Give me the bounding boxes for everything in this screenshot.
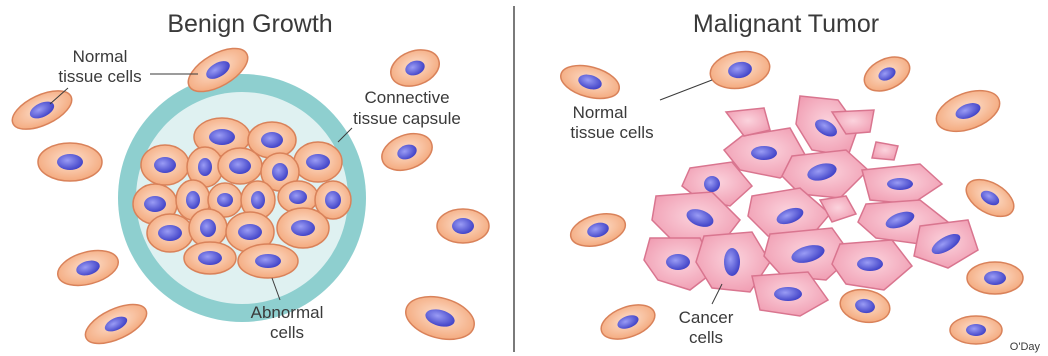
normal-cell <box>950 316 1002 344</box>
normal-cell <box>557 60 623 105</box>
normal-cell <box>401 290 479 347</box>
normal-cell <box>80 296 152 351</box>
normal-cells-pointer-right <box>660 80 712 100</box>
normal-cell <box>54 245 122 292</box>
normal-cell <box>386 43 445 92</box>
abnormal-cells-label-2: cells <box>270 323 304 342</box>
normal-cell <box>437 209 489 243</box>
normal-cell <box>38 143 102 181</box>
normal-cell <box>931 83 1005 139</box>
normal-cells-label-left-1: Normal <box>73 47 128 66</box>
malignant-panel: Malignant Tumor <box>557 10 1040 353</box>
capsule-label-1: Connective <box>364 88 449 107</box>
normal-cell <box>967 262 1023 294</box>
malignant-title: Malignant Tumor <box>693 10 879 38</box>
normal-cell <box>838 286 893 326</box>
normal-cell <box>567 208 629 251</box>
abnormal-cells-label-1: Abnormal <box>251 303 324 322</box>
cancer-nucleus <box>751 146 777 160</box>
cancer-cells-label-1: Cancer <box>679 308 734 327</box>
normal-cells-label-left-2: tissue cells <box>58 67 141 86</box>
normal-cell <box>960 172 1020 224</box>
cancer-nucleus <box>774 287 802 301</box>
normal-cell <box>859 50 915 97</box>
benign-title: Benign Growth <box>167 10 332 38</box>
normal-cells-label-right-1: Normal <box>573 103 628 122</box>
benign-panel: Benign Growth <box>7 10 489 352</box>
cancer-cell <box>726 108 770 136</box>
artist-credit: O'Day <box>1010 341 1041 353</box>
cancer-cells-label-2: cells <box>689 328 723 347</box>
cancer-nucleus <box>666 254 690 270</box>
capsule-label-2: tissue capsule <box>353 109 461 128</box>
cancer-nucleus <box>724 248 740 276</box>
normal-cells-label-right-2: tissue cells <box>570 123 653 142</box>
cancer-nucleus <box>887 178 913 190</box>
cancer-cells <box>644 96 978 316</box>
normal-cell <box>597 298 660 345</box>
cancer-cell <box>872 142 898 160</box>
cancer-nucleus <box>704 176 720 192</box>
cancer-nucleus <box>857 257 883 271</box>
normal-cell <box>377 127 437 177</box>
normal-cell <box>7 83 78 137</box>
normal-cell <box>707 47 772 93</box>
